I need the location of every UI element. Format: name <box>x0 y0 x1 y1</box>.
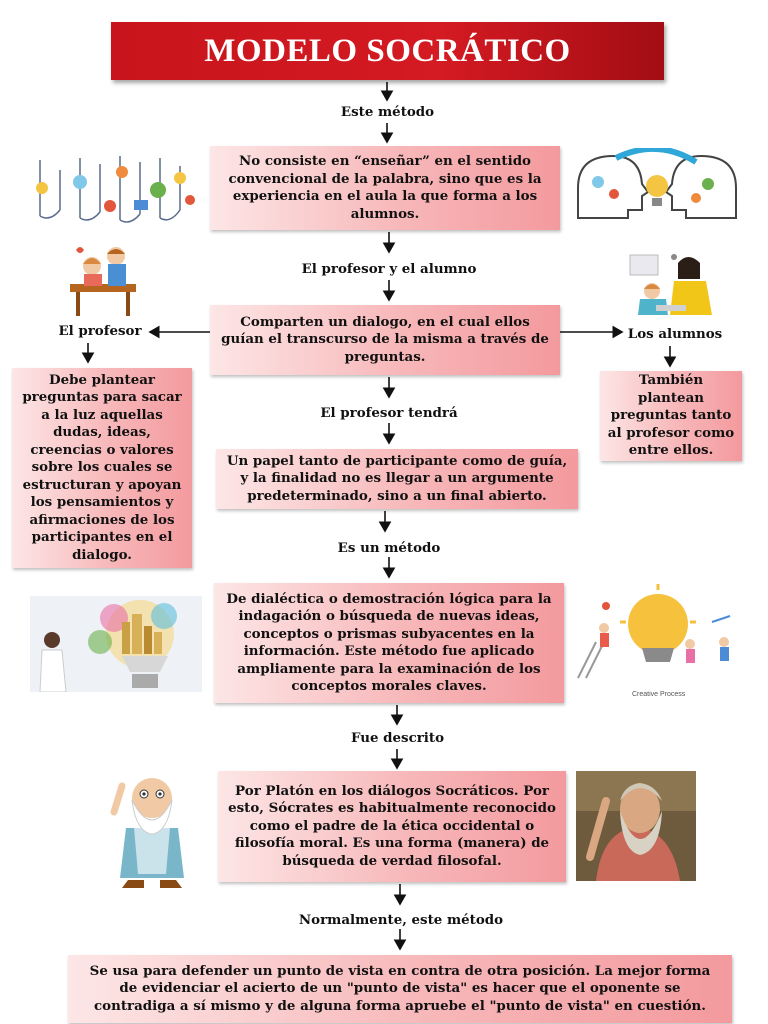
label-el-profesor: El profesor <box>58 323 142 339</box>
student-helper-icon <box>626 249 722 321</box>
label-fue-descrito: Fue descrito <box>350 730 445 746</box>
creative-caption: Creative Process <box>632 691 686 698</box>
box-defender: Se usa para defender un punto de vista e… <box>68 955 732 1023</box>
label-es-un-metodo: Es un método <box>337 540 441 556</box>
label-profesor-alumno: El profesor y el alumno <box>301 261 477 277</box>
box-dialectica: De dialéctica o demostración lógica para… <box>214 583 564 703</box>
page-title: MODELO SOCRÁTICO <box>111 22 664 80</box>
box-profesor-debe: Debe plantear preguntas para sacar a la … <box>12 368 192 568</box>
label-los-alumnos: Los alumnos <box>627 326 723 342</box>
box-platon: Por Platón en los diálogos Socráticos. P… <box>218 771 566 882</box>
lightbulb-city-icon <box>30 596 202 692</box>
head-ideas-icon <box>577 148 737 219</box>
box-no-consiste: No consiste en “enseñar” en el sentido c… <box>210 146 560 230</box>
brain-ideas-icon <box>36 156 195 223</box>
box-alumnos-tambien: También plantean preguntas tanto al prof… <box>600 371 742 461</box>
box-papel: Un papel tanto de participante como de g… <box>216 449 578 509</box>
label-profesor-tendra: El profesor tendrá <box>320 405 458 421</box>
label-este-metodo: Este método <box>340 104 435 120</box>
lightbulb-team-icon: Creative Process <box>577 584 731 698</box>
socrates-cartoon-icon <box>110 778 184 888</box>
teacher-student-icon <box>70 247 136 316</box>
plato-portrait-icon <box>576 771 696 881</box>
label-normalmente: Normalmente, este método <box>298 912 504 928</box>
box-comparten: Comparten un dialogo, en el cual ellos g… <box>210 305 560 375</box>
